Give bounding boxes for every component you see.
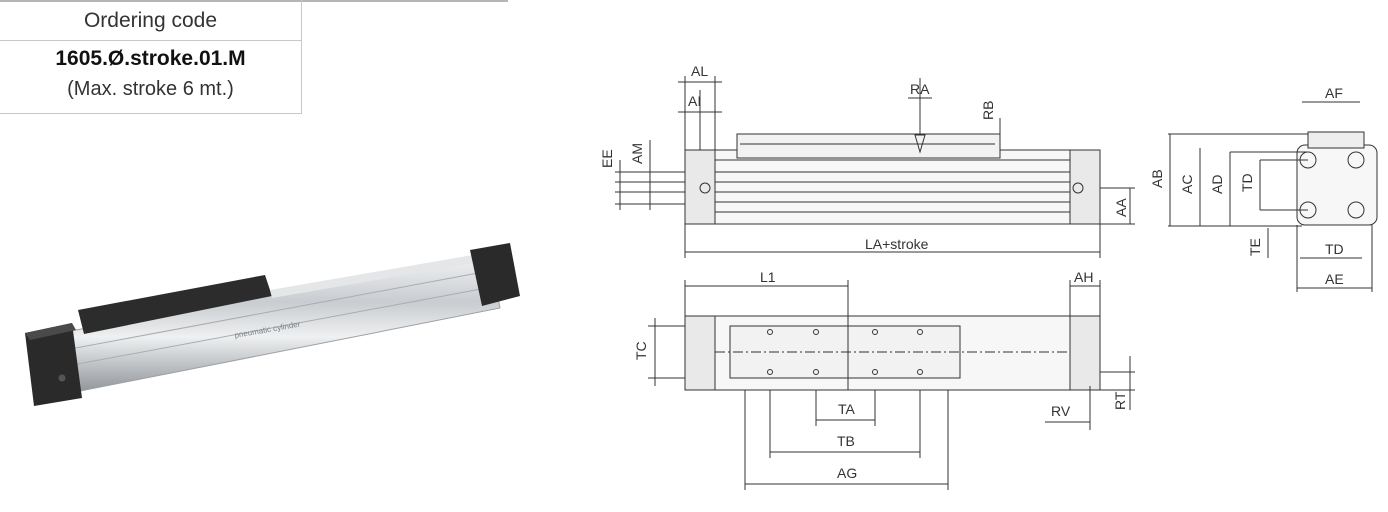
dim-label-te: TE (1247, 238, 1263, 256)
dim-label-am: AM (629, 143, 645, 164)
dim-label-td-vertical: TD (1239, 173, 1255, 192)
dim-label-td-horizontal: TD (1325, 241, 1344, 257)
dim-label-ad: AD (1209, 175, 1225, 194)
top-rule (0, 0, 508, 2)
max-stroke-note: (Max. stroke 6 mt.) (67, 78, 234, 100)
dim-label-ta: TA (838, 401, 856, 417)
dim-label-af: AF (1325, 85, 1343, 101)
dimension-drawing: AL AI RA RB EE AM AA LA+stroke AF AB AC … (599, 63, 1378, 490)
ordering-code-value: 1605.Ø.stroke.01.M (55, 47, 246, 70)
dim-label-ra: RA (910, 81, 930, 97)
ordering-code-header: Ordering code (0, 2, 301, 41)
dim-label-rv: RV (1051, 403, 1071, 419)
dim-label-ai: AI (688, 93, 701, 109)
ordering-code-table: Ordering code 1605.Ø.stroke.01.M (Max. s… (0, 0, 302, 114)
dim-label-ah: AH (1074, 269, 1093, 285)
dim-label-aa: AA (1113, 198, 1129, 217)
dim-label-ae: AE (1325, 271, 1344, 287)
dim-label-ac: AC (1179, 175, 1195, 194)
dim-label-ab: AB (1149, 169, 1165, 188)
dim-label-tc: TC (633, 341, 649, 360)
dim-label-ag: AG (837, 465, 857, 481)
cylinder-product-photo: pneumatic cylinder (25, 243, 520, 406)
dim-label-ee: EE (599, 149, 615, 168)
dim-label-al: AL (691, 63, 708, 79)
dim-label-rt: RT (1112, 391, 1128, 410)
dim-label-tb: TB (837, 433, 855, 449)
dim-label-la-stroke: LA+stroke (865, 236, 929, 252)
dim-label-l1: L1 (760, 269, 776, 285)
dim-label-rb: RB (980, 101, 996, 120)
